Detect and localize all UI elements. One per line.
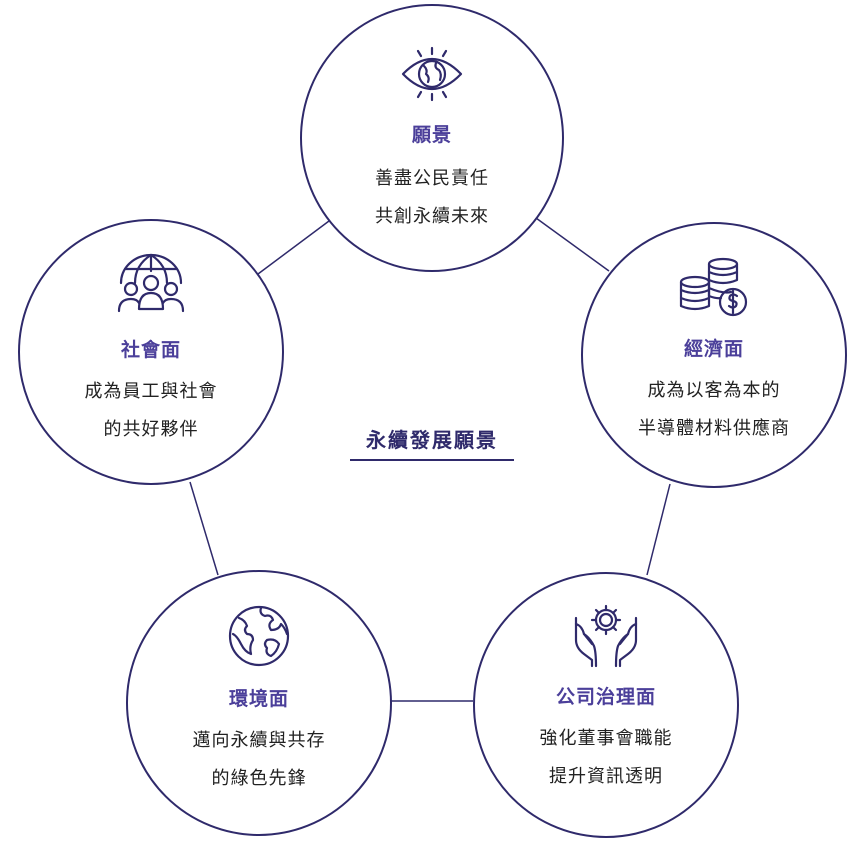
globe-icon [227, 604, 291, 672]
node-environment: 環境面 邁向永續與共存 的綠色先鋒 [126, 570, 392, 836]
center-title: 永續發展願景 [350, 424, 514, 461]
node-environment-line-2: 的綠色先鋒 [211, 768, 307, 789]
node-vision-line-1: 善盡公民責任 [375, 168, 489, 189]
node-economy-line-1: 成為以客為本的 [647, 380, 781, 401]
node-economy-title: 經濟面 [683, 338, 744, 360]
node-governance: 公司治理面 強化董事會職能 提升資訊透明 [473, 572, 739, 838]
node-society-title: 社會面 [120, 339, 181, 361]
node-vision-line-2: 共創永續未來 [375, 206, 489, 227]
node-environment-title: 環境面 [228, 688, 289, 710]
node-economy: 經濟面 成為以客為本的 半導體材料供應商 [581, 222, 847, 488]
node-vision-title: 願景 [411, 124, 452, 146]
node-governance-title: 公司治理面 [555, 686, 656, 708]
connector-society-vision [257, 220, 330, 275]
node-governance-line-1: 強化董事會職能 [539, 728, 673, 749]
node-society-line-2: 的共好夥伴 [103, 419, 199, 440]
node-economy-line-2: 半導體材料供應商 [638, 418, 790, 439]
connector-environment-society [189, 481, 219, 576]
node-vision: 願景 善盡公民責任 共創永續未來 [300, 4, 564, 272]
connector-vision-economy [535, 217, 610, 272]
coins-dollar-icon [679, 256, 749, 322]
hands-gear-icon [572, 604, 640, 672]
node-society-line-1: 成為員工與社會 [84, 381, 218, 402]
eye-globe-icon [400, 46, 464, 106]
connector-economy-governance [646, 483, 671, 576]
node-environment-line-1: 邁向永續與共存 [192, 730, 326, 751]
node-governance-line-2: 提升資訊透明 [549, 766, 663, 787]
globe-people-icon [117, 253, 185, 319]
node-society: 社會面 成為員工與社會 的共好夥伴 [18, 219, 284, 485]
